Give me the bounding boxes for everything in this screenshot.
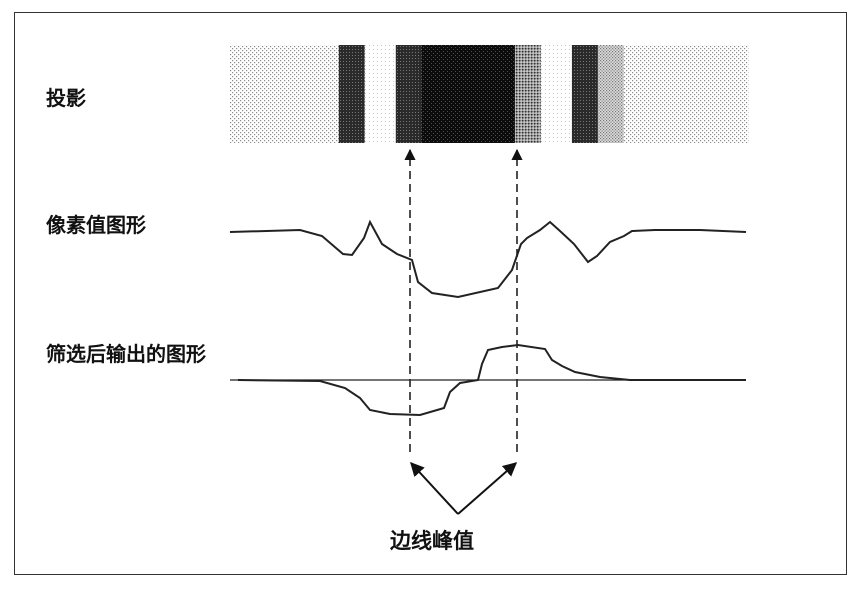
projection-label: 投影	[46, 86, 86, 110]
projection-band	[514, 45, 542, 143]
pixel-value-graph-label: 像素值图形	[46, 213, 146, 237]
filtered-output-graph-label: 筛选后输出的图形	[46, 342, 206, 366]
pixel-value-curve	[229, 219, 747, 299]
projection-band	[540, 45, 573, 143]
projection-band	[395, 45, 423, 143]
projection-band	[338, 45, 366, 143]
projection-band	[623, 45, 749, 143]
projection-band	[597, 45, 625, 143]
filtered-output-curve	[237, 343, 746, 417]
edge-pointer-right	[457, 462, 518, 515]
projection-band	[364, 45, 397, 143]
diagram-frame	[14, 12, 847, 575]
edge-peak-label: 边线峰值	[390, 529, 474, 553]
projection-strip	[230, 45, 749, 143]
projection-band	[571, 45, 599, 143]
projection-band	[421, 45, 516, 143]
projection-band	[230, 45, 340, 143]
edge-pointer-left	[410, 461, 459, 515]
